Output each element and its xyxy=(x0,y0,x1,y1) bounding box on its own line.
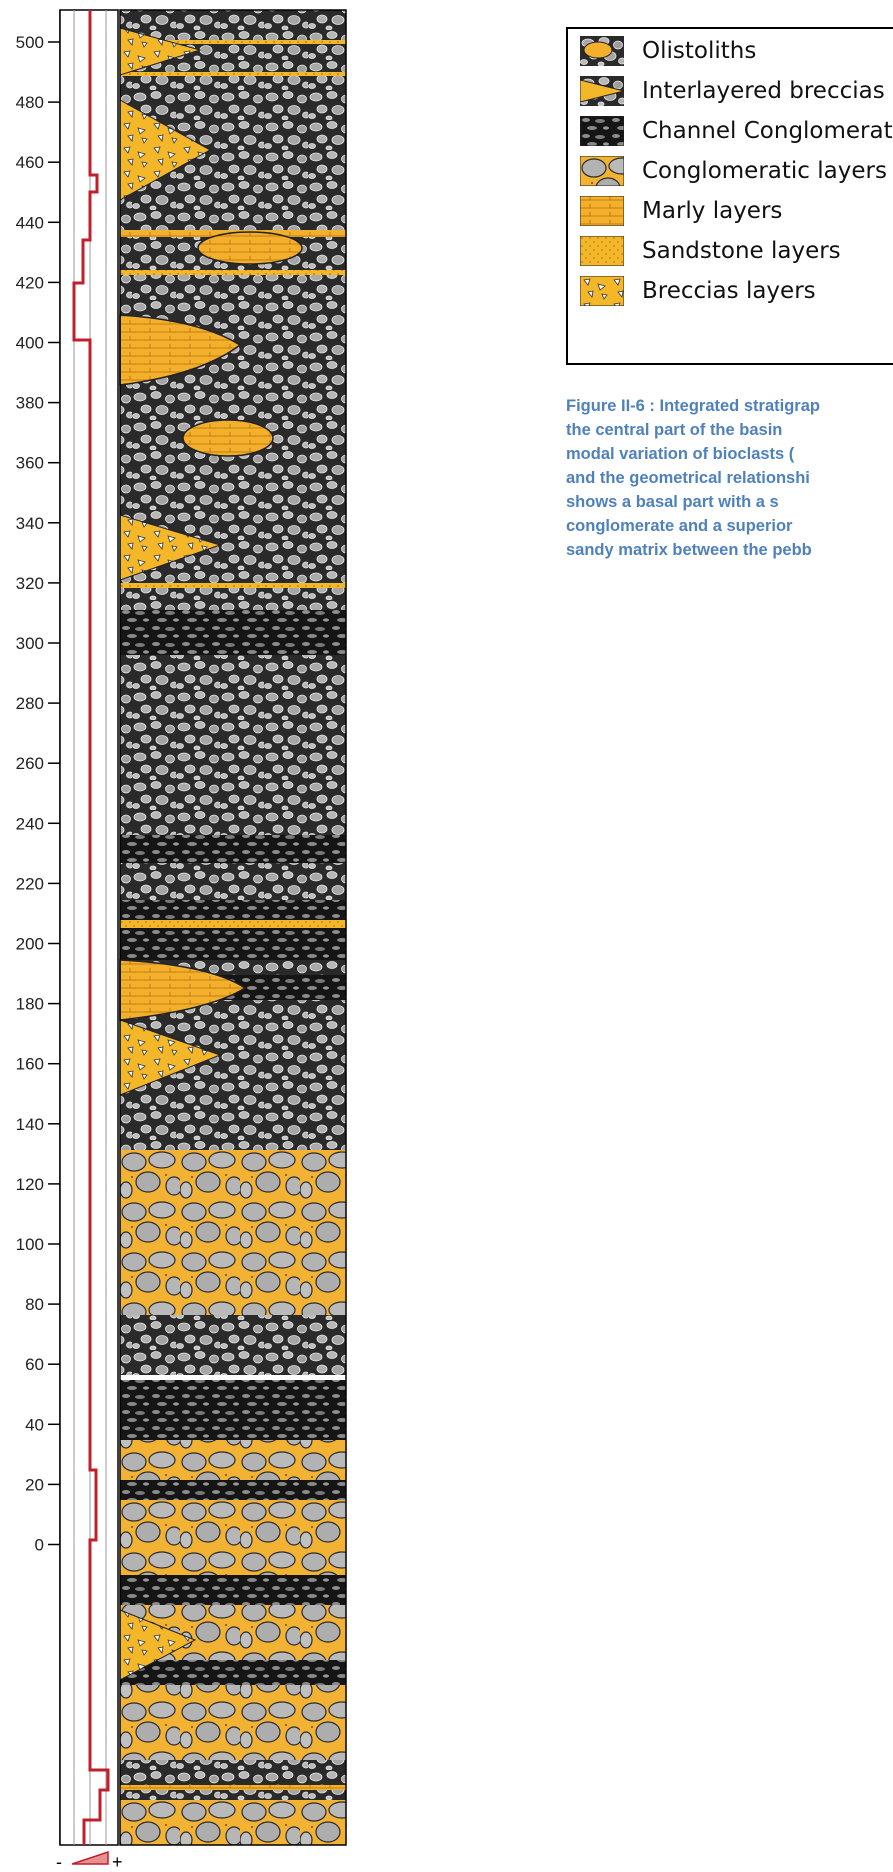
caption-line: modal variation of bioclasts ( xyxy=(566,445,795,463)
axis-tick-label: 160 xyxy=(16,1055,44,1074)
axis-tick-label: 400 xyxy=(16,334,44,353)
legend-item-breccias-layers: Breccias layers xyxy=(580,275,816,307)
axis-tick-label: 500 xyxy=(16,33,44,52)
caption-line: conglomerate and a superior xyxy=(566,517,793,535)
axis-tick-label: 420 xyxy=(16,273,44,292)
axis-tick-label: 140 xyxy=(16,1115,44,1134)
axis-tick-label: 380 xyxy=(16,394,44,413)
axis-tick-label: 300 xyxy=(16,634,44,653)
axis-tick-label: 260 xyxy=(16,754,44,773)
legend-label: Sandstone layers xyxy=(642,238,841,264)
axis-tick-label: 180 xyxy=(16,995,44,1014)
axis-tick-label: 40 xyxy=(25,1415,44,1434)
axis-tick-label: 320 xyxy=(16,574,44,593)
axis-tick-label: 480 xyxy=(16,93,44,112)
stratigraphic-log: 5004804604404204003803603403203002802602… xyxy=(16,9,347,1872)
legend: Olistoliths Interlayered breccias Channe… xyxy=(566,27,893,365)
legend-label: Interlayered breccias xyxy=(642,78,885,104)
interlayered-breccia-swatch-icon xyxy=(580,76,624,106)
axis-tick-label: 60 xyxy=(25,1355,44,1374)
breccia-layer-swatch-icon xyxy=(580,276,624,306)
caption-line: the central part of the basin xyxy=(566,421,783,439)
axis-tick-label: 200 xyxy=(16,935,44,954)
scale-wedge xyxy=(71,1850,109,1865)
axis-tick-label: 360 xyxy=(16,454,44,473)
legend-item-interlayered-breccias: Interlayered breccias xyxy=(580,75,885,107)
conglomeratic-layer-swatch-icon xyxy=(580,156,624,186)
axis-tick-label: 80 xyxy=(25,1295,44,1314)
sandstone-layer-swatch-icon xyxy=(580,236,624,266)
legend-label: Breccias layers xyxy=(642,278,816,304)
legend-item-marly-layers: Marly layers xyxy=(580,195,782,227)
legend-item-olistoliths: Olistoliths xyxy=(580,35,756,67)
marly-layer-swatch-icon xyxy=(580,196,624,226)
scale-plus: + xyxy=(112,1852,123,1872)
axis-tick-label: 0 xyxy=(35,1536,44,1555)
legend-label: Channel Conglomerates xyxy=(642,118,893,144)
lithology-column xyxy=(119,9,347,1846)
figure-caption: Figure II-6 : Integrated stratigrap the … xyxy=(566,394,893,562)
caption-line: and the geometrical relationshi xyxy=(566,469,810,487)
axis-tick-label: 240 xyxy=(16,814,44,833)
caption-line: Figure II-6 : Integrated stratigrap xyxy=(566,397,820,415)
bioclast-curve xyxy=(72,10,110,1845)
caption-line: sandy matrix between the pebb xyxy=(566,541,812,559)
legend-label: Conglomeratic layers xyxy=(642,158,887,184)
caption-line: shows a basal part with a s xyxy=(566,493,779,511)
axis-ticks: 5004804604404204003803603403203002802602… xyxy=(16,33,60,1555)
axis-tick-label: 440 xyxy=(16,213,44,232)
channel-conglomerate-swatch-icon xyxy=(580,116,624,146)
legend-item-conglomeratic-layers: Conglomeratic layers xyxy=(580,155,887,187)
axis-tick-label: 20 xyxy=(25,1475,44,1494)
legend-label: Marly layers xyxy=(642,198,783,224)
axis-tick-label: 220 xyxy=(16,874,44,893)
axis-tick-label: 280 xyxy=(16,694,44,713)
legend-item-sandstone-layers: Sandstone layers xyxy=(580,235,841,267)
legend-item-channel-conglomerates: Channel Conglomerates xyxy=(580,115,893,147)
axis-tick-label: 340 xyxy=(16,514,44,533)
olistolith-swatch-icon xyxy=(580,36,624,66)
legend-label: Olistoliths xyxy=(642,38,757,64)
axis-tick-label: 460 xyxy=(16,153,44,172)
axis-tick-label: 120 xyxy=(16,1175,44,1194)
scale-minus: - xyxy=(56,1852,62,1872)
axis-tick-label: 100 xyxy=(16,1235,44,1254)
